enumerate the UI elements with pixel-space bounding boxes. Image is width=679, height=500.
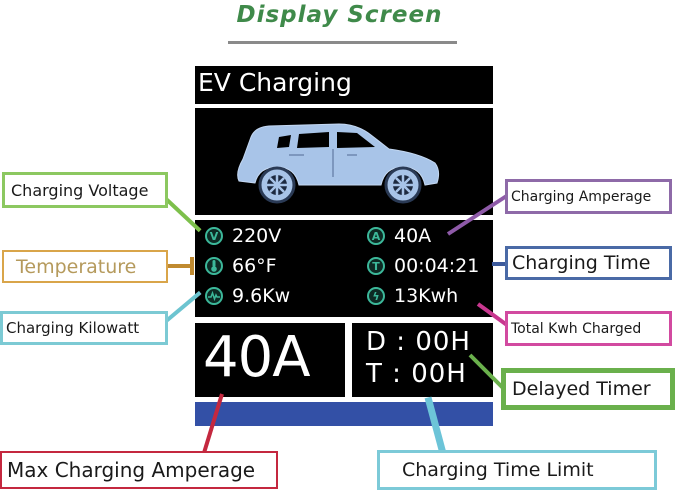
timer-icon: T (367, 257, 385, 275)
car-panel (195, 109, 493, 215)
power-wave-icon (205, 287, 223, 305)
status-bar (195, 402, 493, 426)
delay-timer-value: 00H (415, 327, 471, 357)
amperage-icon: A (367, 227, 385, 245)
callout-charging-amperage: Charging Amperage (505, 179, 672, 214)
display-header: EV Charging (195, 66, 493, 104)
energy-value: 13Kwh (394, 285, 459, 307)
stat-temperature: 66°F (205, 255, 277, 277)
stat-voltage: V 220V (205, 225, 281, 247)
stat-charging-time: T 00:04:21 (367, 255, 479, 277)
connector-time (492, 262, 506, 266)
charging-time-value: 00:04:21 (394, 255, 480, 277)
max-amperage-panel: 40A (195, 323, 345, 397)
divider (195, 104, 493, 108)
divider (195, 397, 493, 402)
connector-temperature-cap (190, 257, 194, 275)
delay-timer-row: D : 00H (366, 327, 471, 357)
suv-car-icon (237, 123, 440, 204)
callout-charging-time: Charging Time (505, 246, 672, 280)
time-limit-row: T : 00H (366, 359, 467, 389)
callout-charging-voltage: Charging Voltage (2, 172, 168, 208)
max-amperage-value: 40A (203, 325, 311, 390)
stat-kilowatt: 9.6Kw (205, 285, 290, 307)
thermometer-icon (205, 257, 223, 275)
divider (195, 215, 493, 220)
callout-max-charging-amperage: Max Charging Amperage (0, 451, 278, 489)
stat-energy: ϟ 13Kwh (367, 285, 458, 307)
ev-charger-display: EV Charging V (195, 66, 493, 426)
title-divider (228, 41, 457, 44)
callout-total-kwh-charged: Total Kwh Charged (505, 311, 672, 346)
page-title: Display Screen (236, 2, 443, 28)
callout-charging-kilowatt: Charging Kilowatt (0, 311, 168, 345)
lightning-icon: ϟ (367, 287, 385, 305)
callout-temperature: Temperature (2, 250, 168, 283)
divider (345, 323, 352, 397)
callout-delayed-timer: Delayed Timer (501, 368, 675, 410)
temperature-value: 66°F (232, 255, 277, 277)
display-header-text: EV Charging (198, 68, 352, 97)
callout-charging-time-limit: Charging Time Limit (377, 450, 657, 490)
kilowatt-value: 9.6Kw (232, 285, 291, 307)
connector-temperature (168, 264, 194, 268)
stats-panel: V 220V 66°F 9.6Kw A 40A T 00:04:21 ϟ 13K… (195, 220, 493, 312)
voltage-value: 220V (232, 225, 282, 247)
voltage-icon: V (205, 227, 223, 245)
timer-panel: D : 00H T : 00H (352, 323, 493, 397)
divider (195, 317, 493, 323)
stat-amperage: A 40A (367, 225, 431, 247)
amperage-value: 40A (394, 225, 432, 247)
time-limit-value: 00H (411, 359, 467, 389)
